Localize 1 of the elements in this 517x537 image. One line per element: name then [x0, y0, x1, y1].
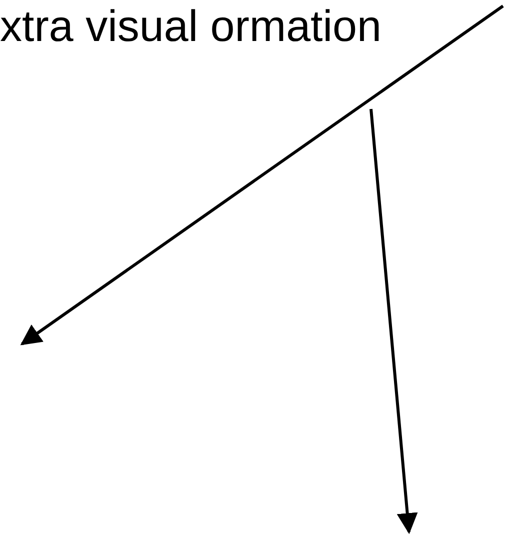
caption-text: xtra visual ormation	[0, 1, 382, 53]
